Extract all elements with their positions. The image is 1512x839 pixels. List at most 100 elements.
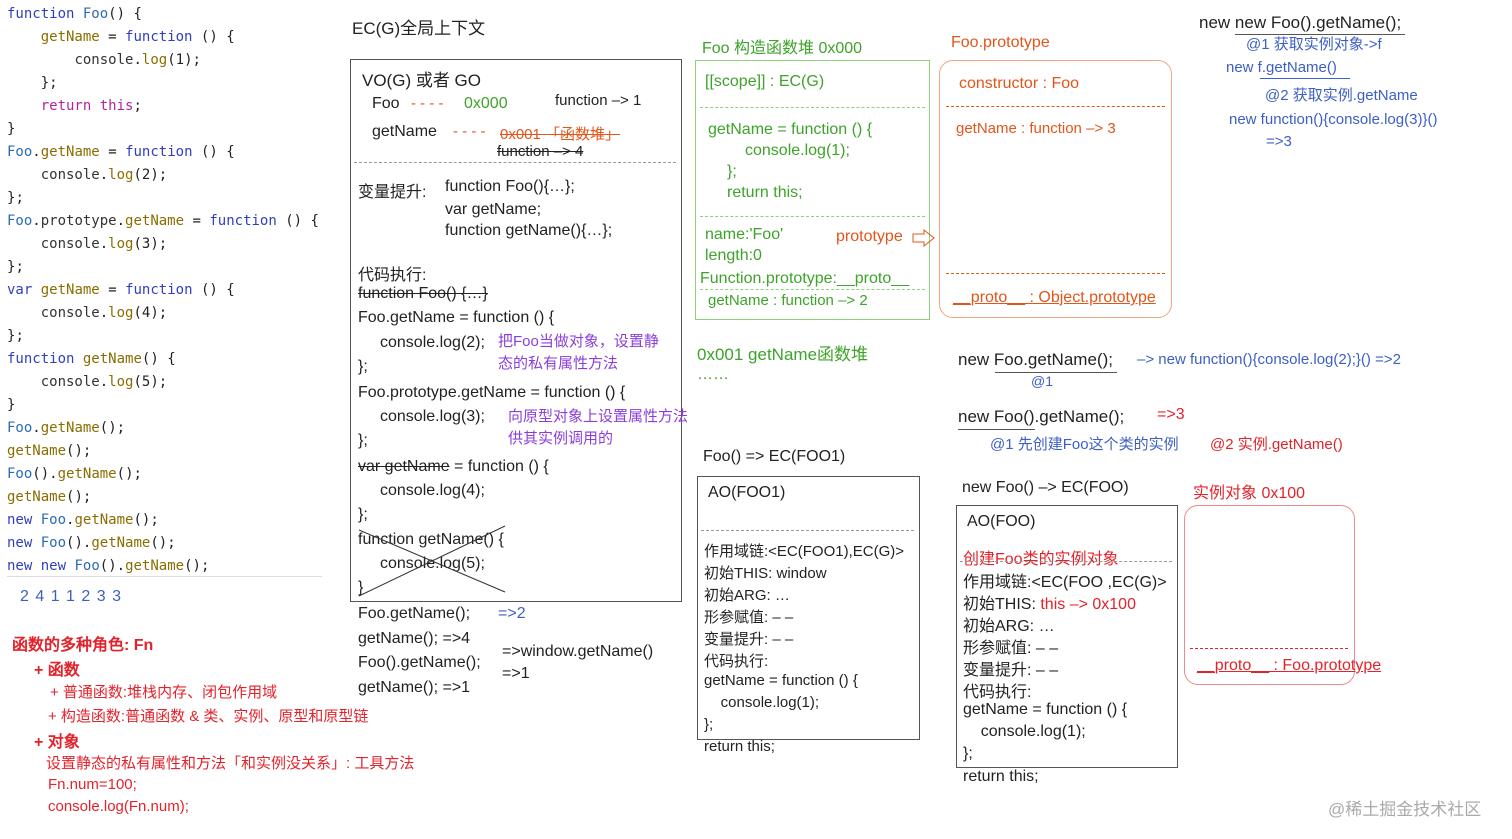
call-1: Foo.getName(); xyxy=(358,605,471,622)
code-line: Foo.getName(); xyxy=(7,420,126,436)
new-new-step-2-underline xyxy=(1260,78,1350,79)
new-foo-getname-result: –> new function(){console.log(2);}() =>2 xyxy=(1137,351,1401,368)
ec-foo-line: 代码执行: xyxy=(963,684,1032,701)
instance-proto: __proto__ : Foo.prototype xyxy=(1197,657,1382,674)
exec-line-9: console.log(4); xyxy=(380,482,485,499)
exec-note-proto-2: 供其实例调用的 xyxy=(508,430,614,447)
code-line: getName(); xyxy=(7,443,92,459)
code-line: new new Foo().getName(); xyxy=(7,558,210,574)
foo-heap-divider-2 xyxy=(700,216,925,217)
ec-foo-box xyxy=(956,505,1178,768)
ec-foo1-line: getName = function () { xyxy=(704,672,858,689)
ec-foo1-line: 初始ARG: … xyxy=(704,587,790,604)
call-3: Foo().getName(); xyxy=(358,654,481,671)
exec-line-6: console.log(3); xyxy=(380,408,485,425)
exec-line-2: Foo.getName = function () { xyxy=(358,309,555,326)
ec-foo1-line: 代码执行: xyxy=(704,653,769,670)
ec-foo1-line: console.log(1); xyxy=(704,694,820,711)
instance-title: 实例对象 0x100 xyxy=(1193,485,1306,502)
ec-foo1-box xyxy=(697,476,920,740)
exec-line-1: function Foo() {…} xyxy=(358,285,488,302)
exec-line-8-var: var getName xyxy=(358,458,450,475)
code-line: Foo().getName(); xyxy=(7,466,142,482)
code-separator xyxy=(7,576,322,577)
new-foo-getname-expr: new Foo.getName(); xyxy=(958,350,1113,369)
new-foo-call-expr: new Foo().getName(); xyxy=(958,407,1125,426)
exec-line-8: var getName = function () { xyxy=(358,458,549,476)
code-line: function Foo() { xyxy=(7,6,142,22)
new-new-step-4: new function(){console.log(3)}() xyxy=(1229,111,1438,128)
ec-foo-line: getName = function () { xyxy=(963,701,1128,718)
call-1-result: =>2 xyxy=(498,605,526,622)
foo-prototype-title: Foo.prototype xyxy=(951,34,1050,51)
code-line: Foo.getName = function () { xyxy=(7,144,235,160)
foo-heap-divider-3 xyxy=(700,289,925,290)
ec-foo1-line: 初始THIS: window xyxy=(704,565,827,582)
vo-getname-address: 0x001 「函数堆」 xyxy=(500,126,621,143)
exec-line-12: console.log(5); xyxy=(380,555,485,572)
foo-heap-length: length:0 xyxy=(705,247,762,264)
getname-heap-dots: …… xyxy=(697,366,729,383)
call-3-result-1: =>window.getName() xyxy=(502,643,654,660)
exec-line-8-rest: = function () { xyxy=(449,458,549,475)
ec-foo1-line: return this; xyxy=(704,738,775,755)
code-line: return this; xyxy=(40,98,142,114)
exec-line-4: }; xyxy=(358,358,368,375)
roles-as-object: + 对象 xyxy=(34,734,80,751)
foo-heap-code-3: }; xyxy=(727,163,737,180)
foo-prototype-divider-1 xyxy=(946,106,1165,107)
new-foo-call-underline xyxy=(958,429,1035,430)
vo-getname-arrow: - - - - xyxy=(453,123,486,140)
code-line: function getName() { xyxy=(7,351,176,367)
foo-heap-scope: [[scope]] : EC(G) xyxy=(705,73,825,90)
new-foo-getname-mark: @1 xyxy=(1031,373,1053,389)
code-line: }; xyxy=(7,190,24,206)
roles-as-function: + 函数 xyxy=(34,662,80,679)
code-line: var getName = function () { xyxy=(7,282,235,298)
code-line: new Foo.getName(); xyxy=(7,512,159,528)
code-line: console.log(2); xyxy=(40,167,168,183)
roles-num-assign: Fn.num=100; xyxy=(48,776,137,793)
ec-foo1-ao: AO(FOO1) xyxy=(708,484,786,501)
code-line: console.log(4); xyxy=(40,305,168,321)
foo-prototype-getname: getName : function –> 3 xyxy=(956,120,1116,137)
call-4: getName(); =>1 xyxy=(358,679,471,696)
ec-foo-this-value: this –> 0x100 xyxy=(1040,596,1136,613)
code-line: }; xyxy=(40,75,58,91)
hoist-line-1: function Foo(){…}; xyxy=(445,178,575,195)
ecg-title: EC(G)全局上下文 xyxy=(352,19,486,38)
foo-prototype-constructor: constructor : Foo xyxy=(959,75,1080,92)
code-result: 2 4 1 1 2 3 3 xyxy=(20,588,122,605)
vo-foo-label: Foo xyxy=(372,95,400,112)
ec-foo-create: 创建Foo类的实例对象 xyxy=(963,551,1119,568)
exec-label: 代码执行: xyxy=(358,267,427,284)
foo-heap-name: name:'Foo' xyxy=(705,226,784,243)
foo-heap-divider-1 xyxy=(700,107,925,108)
foo-prototype-divider-2 xyxy=(946,273,1165,274)
new-new-step-5: =>3 xyxy=(1266,133,1292,150)
code-line: new Foo().getName(); xyxy=(7,535,176,551)
foo-heap-prototype-label: prototype xyxy=(836,228,903,245)
roles-normal: + 普通函数:堆栈内存、闭包作用域 xyxy=(50,684,278,701)
exec-note-static-1: 把Foo当做对象，设置静 xyxy=(498,333,659,350)
ec-foo-line: 形参赋值: – – xyxy=(963,640,1059,657)
exec-note-proto-1: 向原型对象上设置属性方法 xyxy=(508,408,689,425)
new-new-step-1: @1 获取实例对象->f xyxy=(1246,36,1382,53)
vo-foo-address: 0x000 xyxy=(464,95,508,112)
call-2: getName(); =>4 xyxy=(358,630,471,647)
ec-foo1-divider xyxy=(701,530,914,531)
hoist-label: 变量提升: xyxy=(358,184,427,201)
prototype-arrow-icon xyxy=(912,229,935,247)
code-line: } xyxy=(7,397,16,413)
ec-foo-scope: 作用域链:<EC(FOO ,EC(G)> xyxy=(963,574,1167,591)
foo-heap-code-1: getName = function () { xyxy=(708,121,873,138)
new-new-underline xyxy=(1235,34,1405,35)
code-line: }; xyxy=(7,259,24,275)
roles-num-log: console.log(Fn.num); xyxy=(48,798,189,815)
vo-getname-value: function –> 4 xyxy=(497,143,584,160)
new-new-step-2: new f.getName() xyxy=(1226,59,1337,76)
ec-foo-this: 初始THIS: this –> 0x100 xyxy=(963,590,1136,614)
new-foo-getname-underline xyxy=(995,372,1117,373)
foo-heap-box xyxy=(695,60,930,320)
roles-title: 函数的多种角色: Fn xyxy=(12,637,154,654)
